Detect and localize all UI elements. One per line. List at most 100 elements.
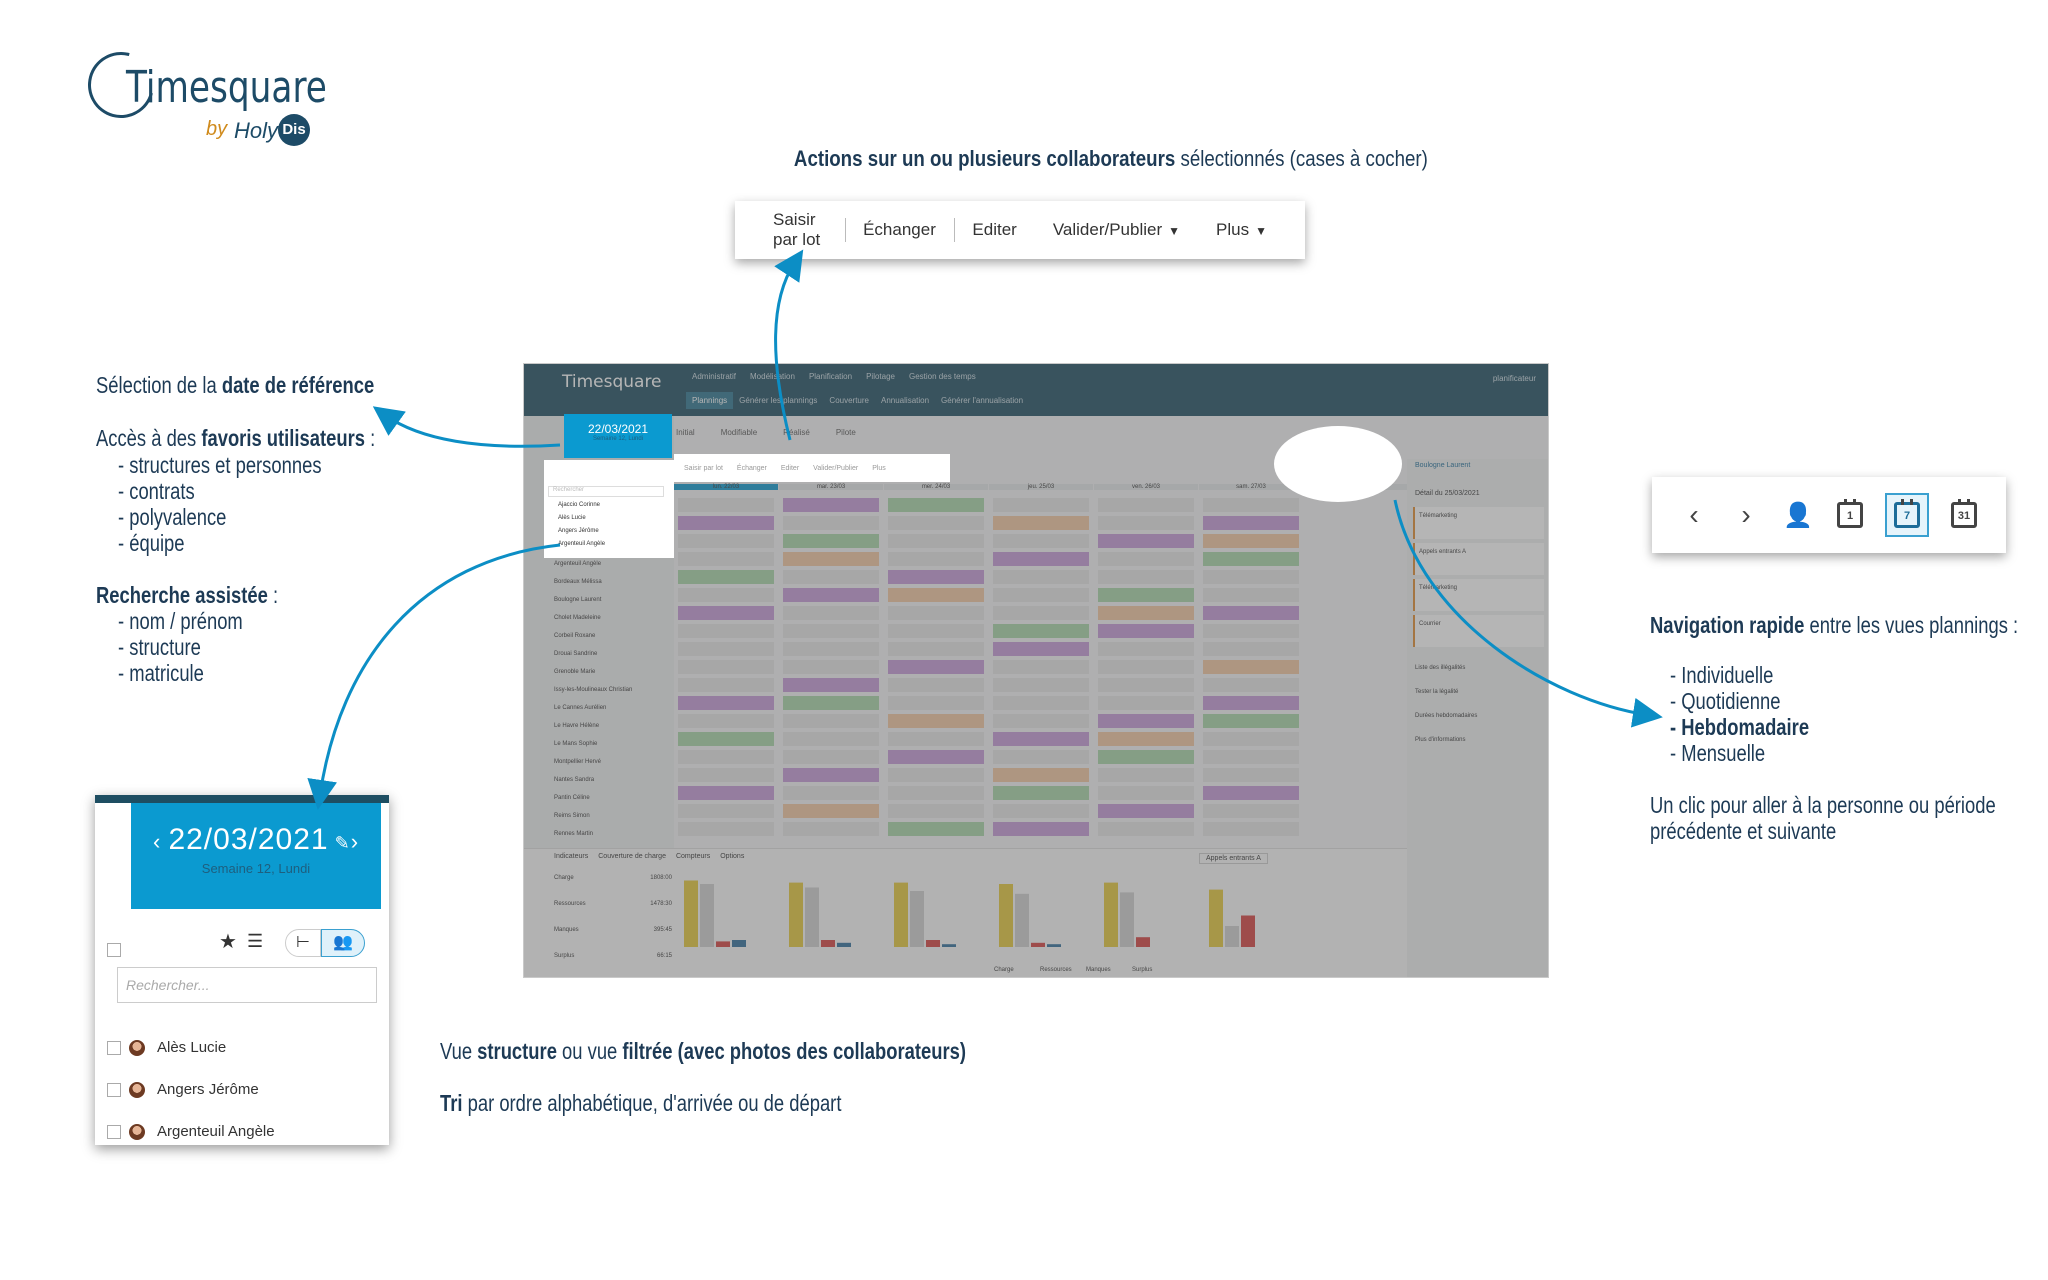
planning-cell[interactable] (1098, 552, 1194, 566)
people-list-item[interactable]: Reims Simon (554, 813, 590, 819)
planning-cell[interactable] (678, 678, 774, 692)
planning-cell[interactable] (678, 714, 774, 728)
filter-icon[interactable]: ☰ (247, 931, 264, 951)
planning-cell[interactable] (1098, 534, 1194, 548)
planning-cell[interactable] (1098, 642, 1194, 656)
bottom-tab[interactable]: Options (720, 853, 745, 860)
planning-cell[interactable] (1098, 678, 1194, 692)
week-view-icon[interactable]: 7 (1885, 493, 1929, 537)
people-list-item[interactable]: Le Havre Hélène (554, 723, 600, 729)
planning-cell[interactable] (888, 750, 984, 764)
planning-cell[interactable] (888, 534, 984, 548)
subtab[interactable]: Générer les plannings (739, 396, 818, 405)
detail-section[interactable]: Tester la légalité (1415, 689, 1459, 695)
planning-cell[interactable] (1203, 678, 1299, 692)
planning-cell[interactable] (783, 642, 879, 656)
planning-cell[interactable] (888, 624, 984, 638)
star-icon[interactable]: ★ (219, 931, 237, 953)
nav-item[interactable]: Administratif (692, 372, 737, 381)
people-list-item[interactable]: Rennes Martin (554, 831, 594, 837)
nav-item[interactable]: Modélisation (750, 372, 795, 381)
chevron-left-icon[interactable]: ‹ (1689, 499, 1699, 530)
date-picker-highlight[interactable]: 22/03/2021 Semaine 12, Lundi (564, 414, 672, 458)
planning-cell[interactable] (783, 606, 879, 620)
bottom-tab[interactable]: Indicateurs (554, 853, 589, 860)
planning-cell[interactable] (1203, 552, 1299, 566)
planning-cell[interactable] (678, 822, 774, 836)
planning-cell[interactable] (1203, 732, 1299, 746)
planning-cell[interactable] (1098, 660, 1194, 674)
detail-item[interactable]: Courrier (1413, 615, 1544, 647)
planning-cell[interactable] (993, 822, 1089, 836)
people-list-item[interactable]: Pantin Céline (554, 795, 590, 801)
people-list-item[interactable]: Issy-les-Moulineaux Christian (554, 687, 633, 693)
planning-cell[interactable] (888, 552, 984, 566)
action-item[interactable]: Plus (872, 464, 886, 472)
people-list-item[interactable]: Ajaccio Corinne (558, 502, 601, 508)
subtab[interactable]: Annualisation (881, 396, 930, 405)
planning-cell[interactable] (993, 498, 1089, 512)
planning-cell[interactable] (678, 516, 774, 530)
view-tab[interactable]: Réalisé (783, 428, 810, 437)
planning-cell[interactable] (1098, 804, 1194, 818)
planning-cell[interactable] (993, 606, 1089, 620)
people-list-item[interactable]: Bordeaux Mélissa (554, 579, 602, 585)
planning-cell[interactable] (678, 570, 774, 584)
planning-cell[interactable] (783, 588, 879, 602)
planning-cell[interactable] (888, 660, 984, 674)
detail-item[interactable]: Télémarketing (1413, 579, 1544, 611)
people-list-item[interactable]: Le Cannes Aurélien (554, 705, 607, 711)
action-item[interactable]: Saisir par lot (684, 464, 723, 472)
planning-cell[interactable] (993, 678, 1089, 692)
planning-cell[interactable] (1098, 732, 1194, 746)
people-list-item[interactable]: Nantes Sandra (554, 777, 595, 783)
day-view-icon[interactable]: 1 (1833, 498, 1867, 532)
planning-cell[interactable] (678, 552, 774, 566)
planning-cell[interactable] (993, 552, 1089, 566)
person-icon[interactable]: 👤 (1783, 501, 1813, 529)
planning-cell[interactable] (678, 498, 774, 512)
planning-cell[interactable] (888, 768, 984, 782)
planning-cell[interactable] (993, 534, 1089, 548)
planning-cell[interactable] (783, 534, 879, 548)
structure-view-icon[interactable]: ⊢ (285, 929, 321, 957)
planning-cell[interactable] (1203, 516, 1299, 530)
planning-cell[interactable] (1203, 822, 1299, 836)
planning-cell[interactable] (888, 606, 984, 620)
people-list-item[interactable]: Grenoble Marie (554, 669, 596, 675)
planning-cell[interactable] (1098, 606, 1194, 620)
planning-cell[interactable] (888, 516, 984, 530)
planning-cell[interactable] (678, 804, 774, 818)
view-tab[interactable]: Initial (676, 428, 695, 437)
subtab[interactable]: Couverture (829, 396, 869, 405)
month-view-icon[interactable]: 31 (1947, 498, 1981, 532)
planning-cell[interactable] (1203, 498, 1299, 512)
planning-cell[interactable] (783, 714, 879, 728)
people-list-item[interactable]: Boulogne Laurent (554, 597, 602, 603)
people-list-item[interactable]: Argenteuil Angèle (558, 541, 606, 547)
planning-cell[interactable] (1203, 768, 1299, 782)
planning-cell[interactable] (888, 642, 984, 656)
checkbox[interactable] (107, 1124, 121, 1139)
planning-cell[interactable] (783, 516, 879, 530)
people-list-item[interactable]: Alès Lucie (558, 515, 586, 521)
planning-cell[interactable] (1203, 642, 1299, 656)
chevron-right-icon[interactable]: › (1741, 499, 1751, 530)
planning-cell[interactable] (783, 660, 879, 674)
people-view-icon[interactable]: 👥 (321, 929, 365, 957)
planning-cell[interactable] (1203, 606, 1299, 620)
nav-item[interactable]: Pilotage (866, 372, 895, 381)
planning-cell[interactable] (1203, 624, 1299, 638)
planning-cell[interactable] (993, 588, 1089, 602)
planning-cell[interactable] (888, 678, 984, 692)
select-all-checkbox[interactable] (107, 943, 121, 957)
planning-cell[interactable] (678, 534, 774, 548)
planning-cell[interactable] (678, 606, 774, 620)
planning-cell[interactable] (1203, 570, 1299, 584)
planning-cell[interactable] (1203, 588, 1299, 602)
planning-cell[interactable] (993, 768, 1089, 782)
planning-cell[interactable] (678, 588, 774, 602)
planning-cell[interactable] (1203, 714, 1299, 728)
people-list-item[interactable]: Cholet Madeleine (554, 615, 601, 621)
planning-cell[interactable] (1098, 768, 1194, 782)
